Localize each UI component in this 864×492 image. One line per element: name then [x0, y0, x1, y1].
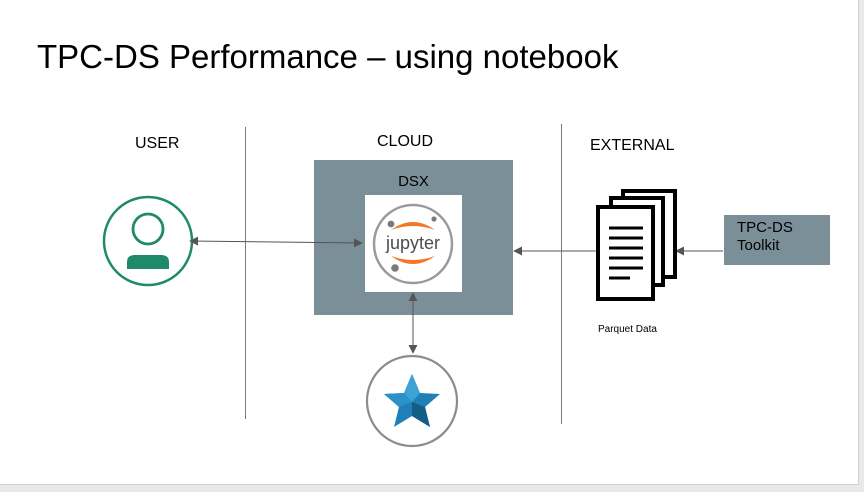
- slide-title: TPC-DS Performance – using notebook: [37, 38, 619, 75]
- column-label-external: EXTERNAL: [590, 137, 675, 154]
- tpcds-toolkit-box: TPC-DS Toolkit: [724, 215, 830, 265]
- arrow-user-notebook: [189, 236, 363, 248]
- parquet-data-label: Parquet Data: [598, 324, 657, 335]
- star-icon: [365, 354, 459, 448]
- jupyter-notebook-card: jupyter: [365, 195, 462, 292]
- divider-user-cloud: [245, 127, 246, 419]
- jupyter-text: jupyter: [385, 233, 440, 253]
- user-avatar-icon: [102, 195, 194, 287]
- documents-stack-icon: [596, 189, 677, 301]
- divider-cloud-external: [561, 124, 562, 424]
- jupyter-logo-icon: jupyter: [372, 203, 454, 285]
- column-label-user: USER: [135, 135, 180, 152]
- tpcds-toolkit-label: TPC-DS Toolkit: [737, 219, 793, 254]
- column-label-cloud: CLOUD: [377, 133, 434, 150]
- diagram-overlay: [102, 189, 723, 448]
- dsx-label: DSX: [398, 173, 429, 190]
